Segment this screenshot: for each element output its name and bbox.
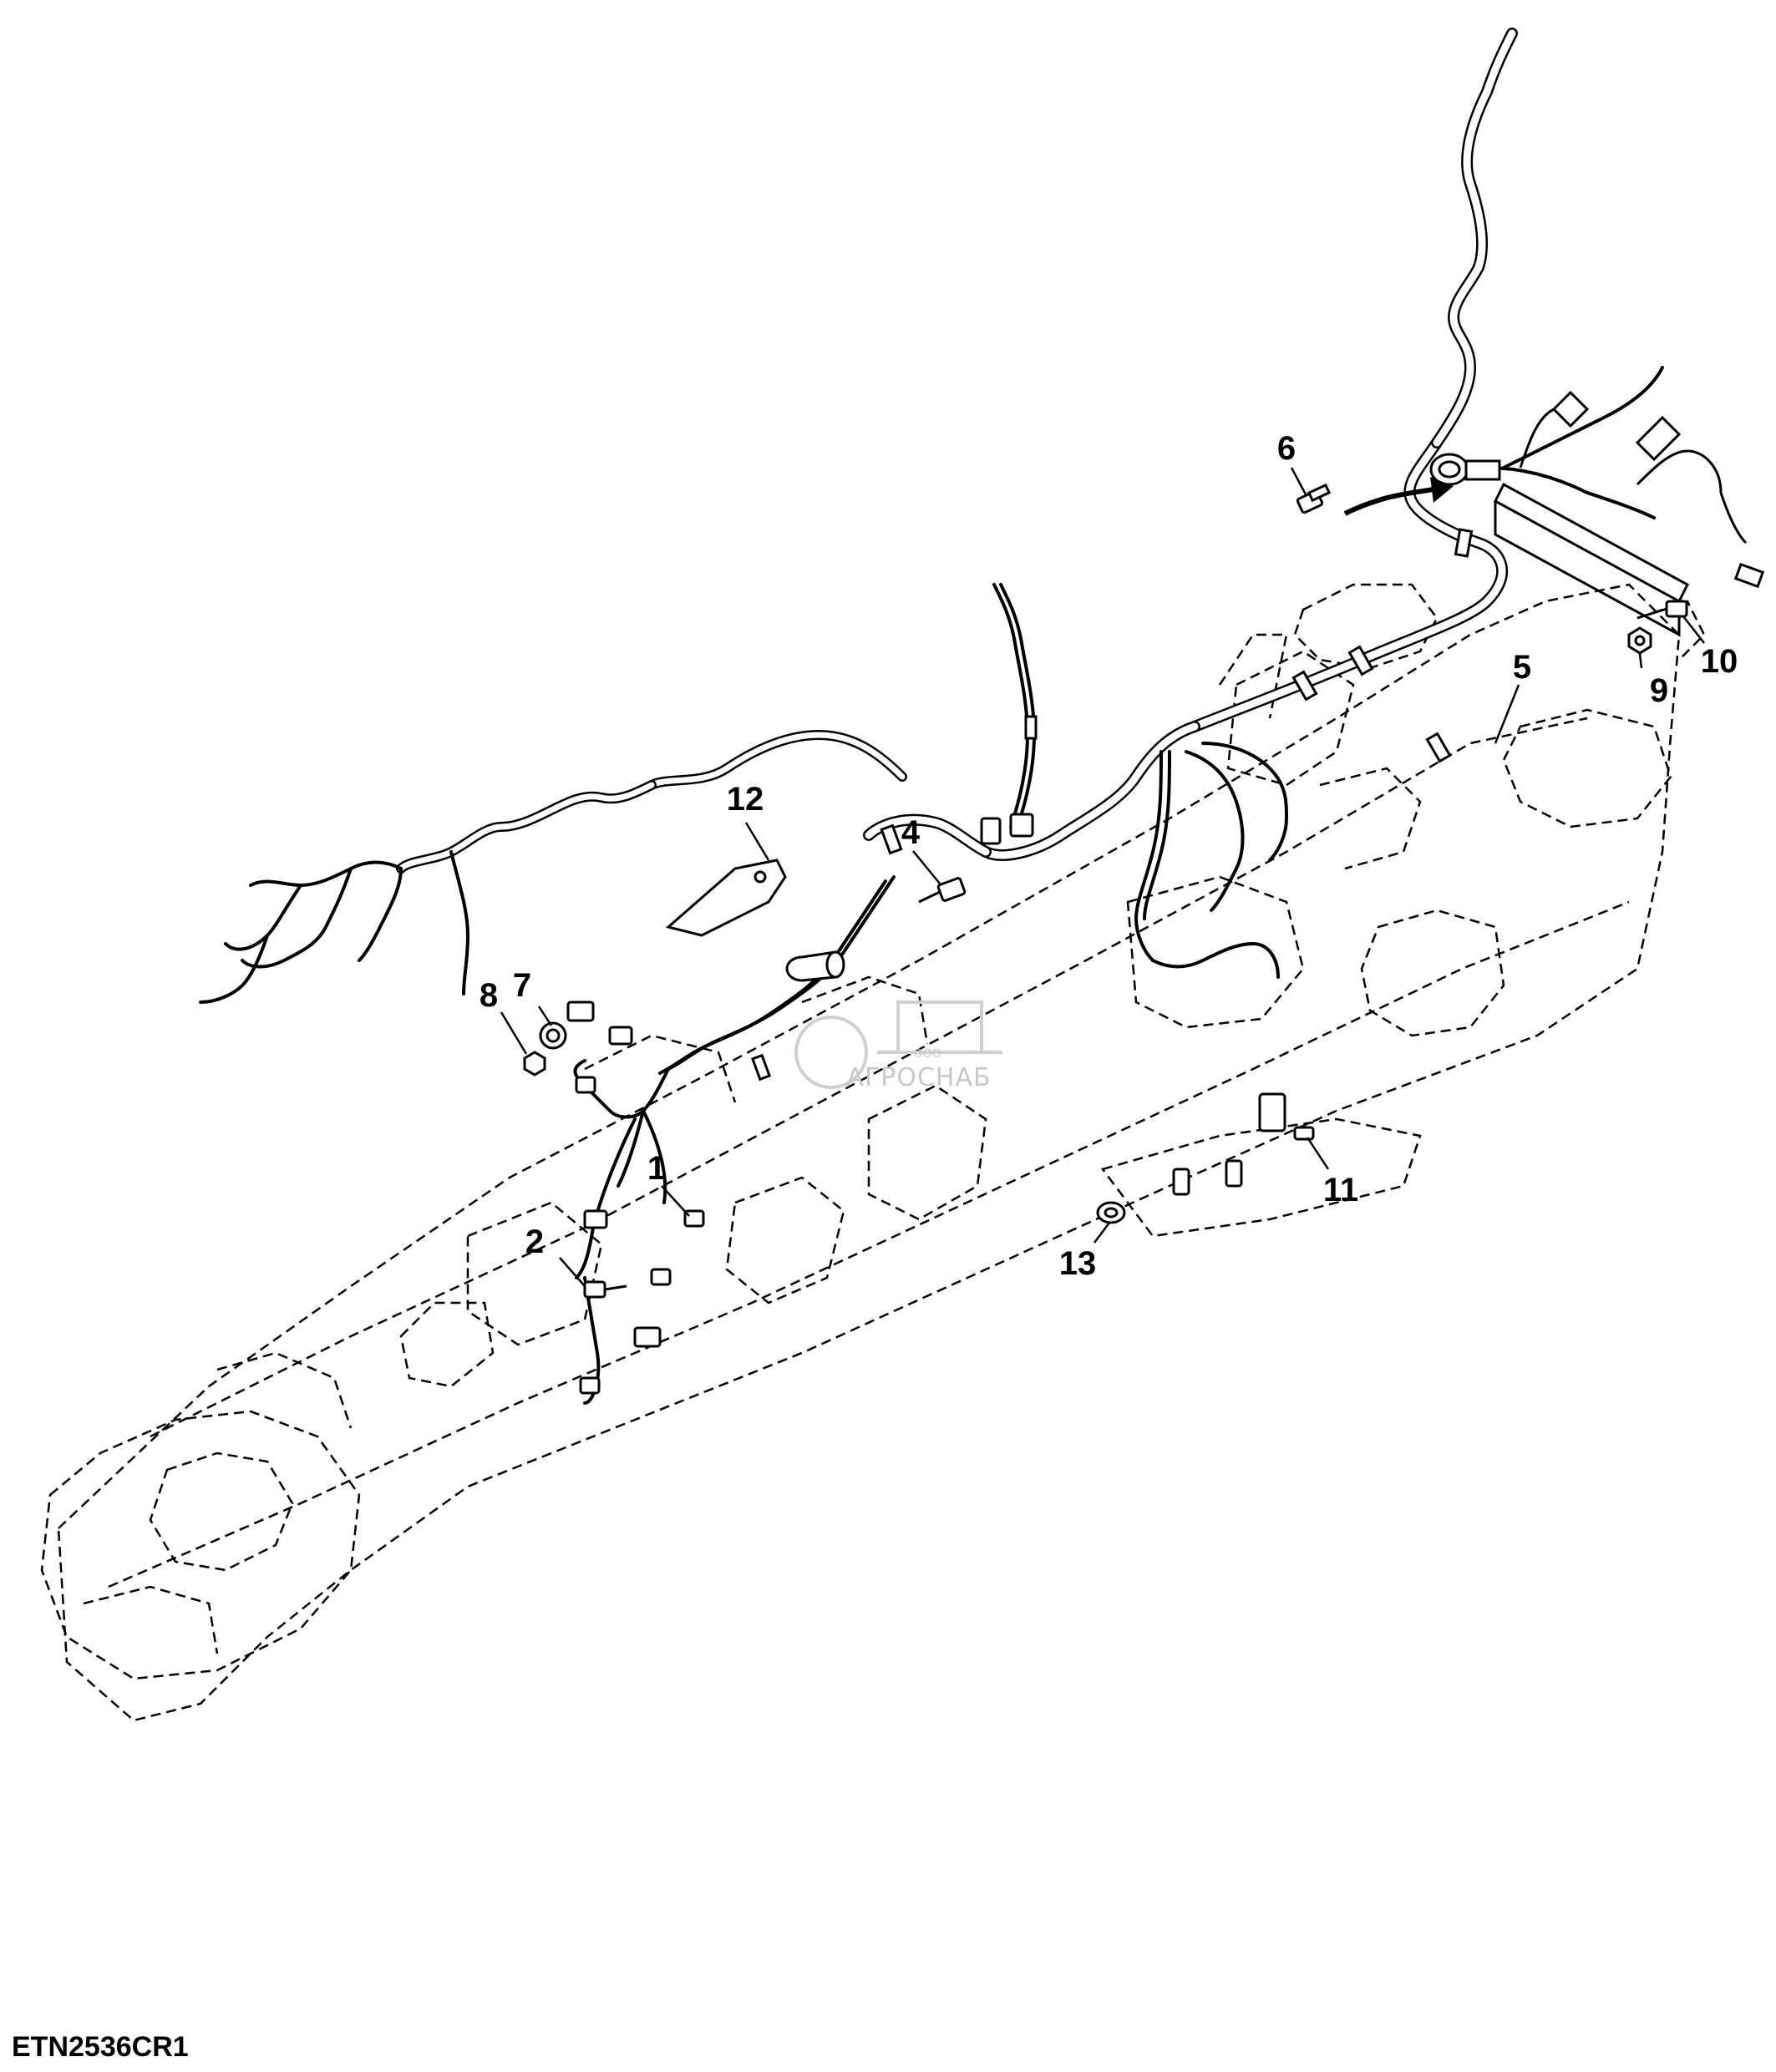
- wiring-harness: [199, 28, 1664, 1405]
- part-13-clip: [1096, 1201, 1126, 1224]
- connector-plug-upper: [1429, 453, 1501, 486]
- callout-4: 4: [901, 814, 921, 851]
- watermark-prefix: ООО: [913, 1047, 941, 1061]
- part-2-bolt: [583, 1280, 627, 1299]
- callout-2: 2: [525, 1223, 544, 1260]
- part-8-nut: [523, 1051, 546, 1077]
- callout-5: 5: [1513, 649, 1531, 686]
- callout-12: 12: [727, 781, 764, 818]
- callout-10: 10: [1701, 643, 1738, 680]
- upper-right-connector-bracket: [1494, 390, 1765, 637]
- harness-clips: [750, 528, 1474, 1082]
- leader-lines: [500, 467, 1705, 1287]
- callout-1: 1: [647, 1150, 666, 1187]
- part-10-bolt: [1636, 600, 1688, 620]
- part-7-grommet: [539, 1021, 567, 1050]
- part-11-screw: [1293, 1126, 1315, 1141]
- part-12-bracket-plate: [665, 859, 787, 937]
- callout-11: 11: [1323, 1172, 1358, 1208]
- callout-8: 8: [480, 977, 498, 1014]
- part-spacer-cylinder: [785, 950, 845, 982]
- callout-13: 13: [1059, 1245, 1097, 1282]
- callouts: 1 2 4 5 6 7 8 9 10 11 12 13: [480, 430, 1738, 1282]
- watermark-logo: [794, 1001, 1002, 1089]
- part-9-nut: [1627, 626, 1652, 655]
- part-6-cap-screw: [1296, 483, 1332, 514]
- chassis-frame-outline: [40, 583, 1706, 1722]
- connector-top-center: [980, 813, 1034, 845]
- figure-id: ETN2536CR1: [12, 2031, 189, 2063]
- callout-6: 6: [1277, 430, 1296, 467]
- watermark-company: АГРОСНАБ: [846, 1063, 991, 1092]
- callout-9: 9: [1650, 672, 1668, 709]
- part-4-bolt: [918, 877, 967, 904]
- direction-arrow: [1343, 486, 1438, 516]
- arrow-head: [1430, 477, 1454, 503]
- relay-connector-right: [1172, 1092, 1286, 1196]
- callout-7: 7: [513, 967, 531, 1004]
- watermark: ООО АГРОСНАБ: [794, 1001, 1002, 1092]
- connector-cluster-left: [566, 1001, 705, 1395]
